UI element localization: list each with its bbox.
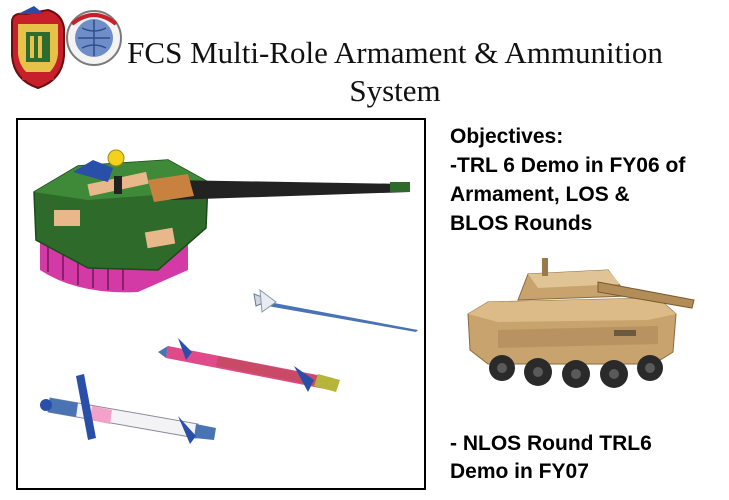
nlos-block: - NLOS Round TRL6 Demo in FY07	[450, 430, 725, 486]
vehicle-icon	[467, 258, 695, 388]
objectives-heading: Objectives:	[450, 125, 564, 148]
page-title: FCS Multi-Role Armament & Ammunition Sys…	[95, 34, 695, 110]
page-title-line-2: System	[349, 73, 441, 108]
page-title-line-1: FCS Multi-Role Armament & Ammunition	[127, 35, 663, 70]
nlos-line-1: - NLOS Round TRL6	[450, 432, 652, 455]
illustration-panel	[16, 118, 426, 490]
logo-group	[4, 4, 124, 92]
america-s-arsenal-globe-icon	[66, 10, 122, 66]
objectives-block: Objectives: -TRL 6 Demo in FY06 of Armam…	[450, 122, 725, 238]
multipurpose-round-icon	[40, 374, 216, 444]
blos-round-icon	[158, 338, 340, 392]
kinetic-round-icon	[253, 288, 418, 332]
nlos-line-2: Demo in FY07	[450, 460, 589, 483]
objective-line-1: -TRL 6 Demo in FY06 of	[450, 154, 686, 177]
turret-icon	[33, 149, 410, 293]
objective-line-2: Armament, LOS &	[450, 183, 630, 206]
vehicle-illustration	[458, 250, 708, 400]
objective-line-3: BLOS Rounds	[450, 212, 593, 235]
us-army-crest-icon	[11, 6, 65, 90]
